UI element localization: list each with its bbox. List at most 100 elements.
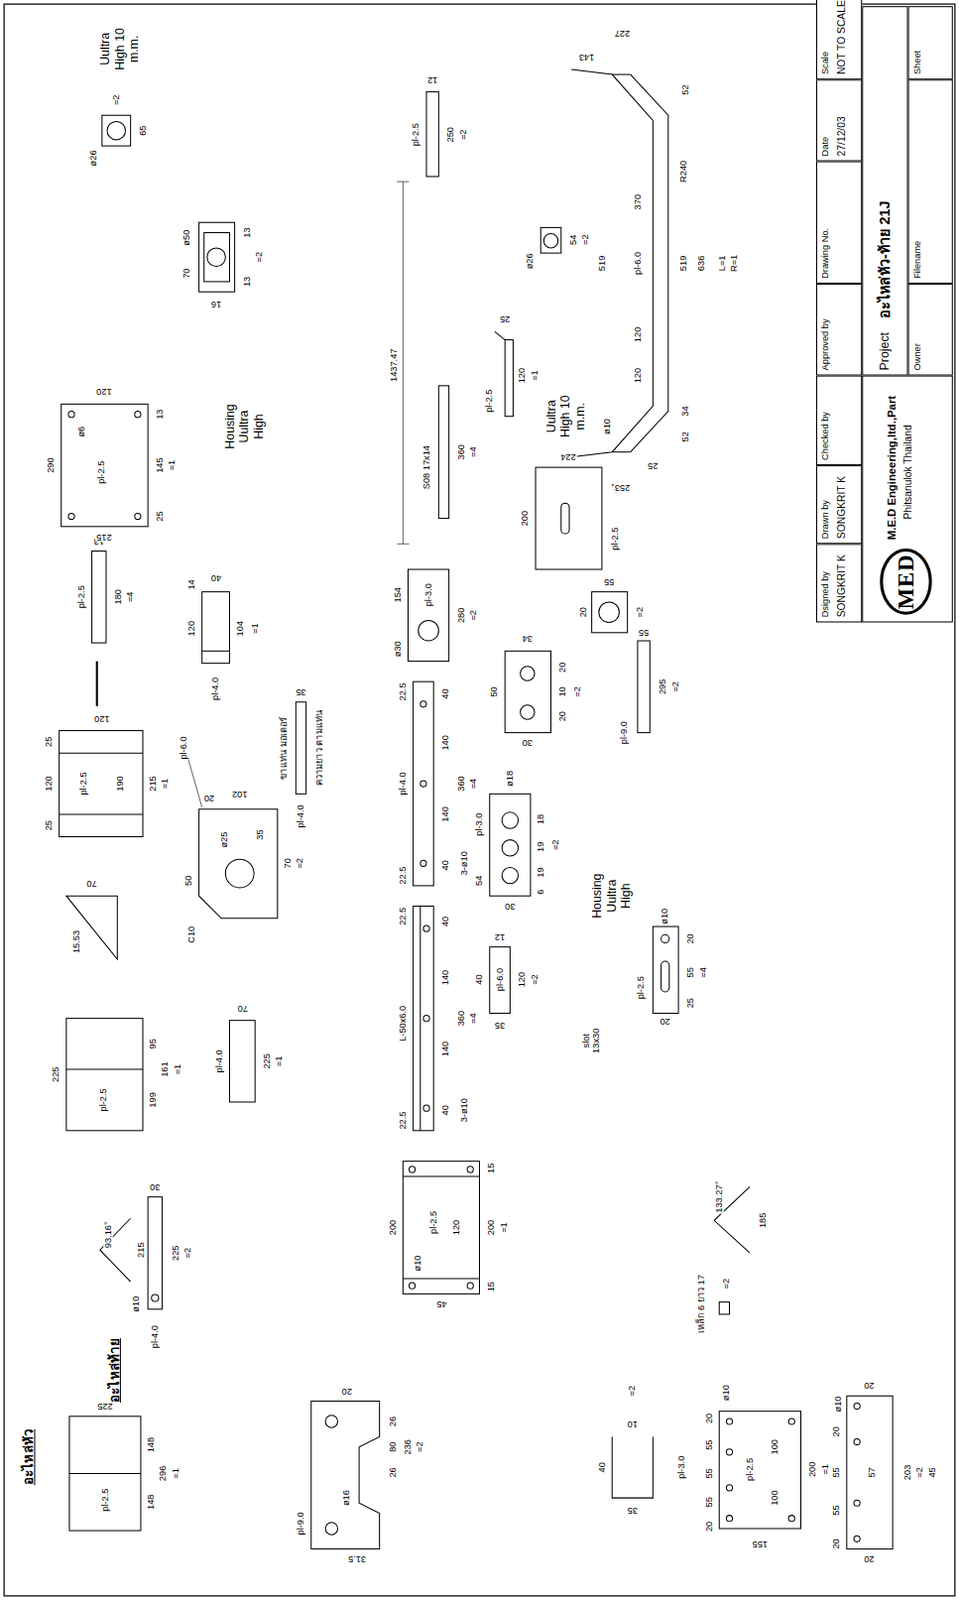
- dimension-label: 143: [578, 52, 597, 62]
- dimension-label: 22.5: [398, 1109, 408, 1130]
- drawing-line: [187, 756, 202, 807]
- dimension-label: 20: [832, 1425, 841, 1438]
- dimension-label: =2: [295, 856, 305, 870]
- part-outline: [66, 1018, 143, 1131]
- dimension-label: 30: [148, 1182, 161, 1192]
- title-block-cell: Filename: [908, 79, 954, 284]
- dimension-label: 55: [704, 1466, 714, 1479]
- dimension-label: 93.16°: [103, 1219, 113, 1249]
- dimension-label: pl-6.0: [632, 250, 642, 276]
- dimension-label: pl-2.5: [429, 1209, 439, 1235]
- hole-symbol: [599, 601, 620, 623]
- dimension-label: 34: [681, 404, 691, 417]
- hole-symbol: [501, 866, 518, 883]
- dimension-label: 20: [832, 1537, 841, 1550]
- dimension-label: 203: [903, 1463, 913, 1482]
- drawing-line: [419, 905, 421, 1130]
- dimension-label: 296: [158, 1464, 168, 1483]
- title-block-cell: Owner: [908, 283, 954, 376]
- dimension-label: 45: [435, 1299, 448, 1309]
- dimension-label: 100: [770, 1438, 780, 1456]
- hole-symbol: [420, 701, 427, 708]
- part-outline: [489, 947, 511, 1014]
- dimension-label: =2: [581, 233, 591, 246]
- hole-symbol: [725, 1448, 732, 1455]
- part-outline: [592, 592, 628, 633]
- dimension-label: pl-4.0: [215, 1048, 225, 1074]
- dimension-label: 3-ø10: [459, 849, 469, 876]
- dimension-label: =4: [469, 777, 479, 791]
- dimension-label: 19: [536, 865, 546, 878]
- dimension-label: L=1: [718, 254, 727, 273]
- dimension-label: =4: [125, 590, 135, 603]
- dimension-label: =1: [170, 1466, 180, 1480]
- cell-value: SONGKRIT K: [835, 470, 847, 539]
- dimension-label: pl-3.0: [423, 582, 433, 607]
- hole-symbol: [418, 619, 440, 641]
- part-note: Uultra High 10 m.m.: [99, 16, 142, 81]
- dimension-label: 80: [387, 1440, 397, 1453]
- dimension-label: =2: [634, 605, 644, 619]
- dimension-label: 26: [387, 1465, 397, 1478]
- part-outline: [311, 1400, 380, 1549]
- hole-symbol: [207, 247, 227, 267]
- cell-heading: Date: [820, 84, 832, 156]
- dimension-label: 22.5: [398, 906, 408, 927]
- dimension-label: =2: [529, 972, 539, 986]
- cell-value: 27/12/03: [835, 84, 847, 156]
- part-outline: [199, 222, 236, 292]
- dimension-label: 236: [403, 1438, 413, 1456]
- part-outline: [846, 1395, 893, 1549]
- cell-value: SONGKRIT K: [835, 548, 847, 617]
- title-block-cell: ScaleNOT TO SCALE: [816, 0, 862, 80]
- hole-symbol: [520, 705, 535, 720]
- part-outline: [413, 905, 435, 1130]
- dimension-label: 40: [441, 858, 451, 871]
- cell-heading: Scale: [820, 1, 832, 75]
- dimension-label: 18: [536, 813, 546, 826]
- sheet-frame: [3, 3, 956, 1596]
- part-note: Housing Uultra High: [224, 394, 267, 459]
- dimension-label: 360: [456, 774, 466, 793]
- dimension-label: 25: [155, 509, 165, 522]
- dimension-label: 40: [597, 1460, 606, 1473]
- dimension-label: 155: [751, 1539, 770, 1549]
- dimension-label: =4: [469, 445, 479, 459]
- cell-heading: MED: [879, 547, 933, 615]
- part-outline: [229, 1020, 255, 1102]
- dimension-label: 161: [160, 1060, 170, 1079]
- dimension-label: ø10: [834, 1394, 843, 1413]
- dimension-label: ø30: [393, 639, 403, 658]
- dimension-label: pl-4.0: [150, 1323, 160, 1349]
- hole-symbol: [543, 234, 558, 248]
- part-outline: [61, 403, 148, 526]
- dimension-label: 6: [536, 887, 546, 895]
- dimension-label: R=1: [729, 253, 739, 273]
- drawing-line: [202, 650, 231, 652]
- dimension-label: 10: [558, 685, 568, 698]
- cell-value: Phitsanulok Thailand: [902, 380, 915, 540]
- dimension-label: 225: [51, 1065, 61, 1083]
- dimension-label: 70: [237, 1003, 249, 1013]
- title-block-cell: M.E.D Engineering,ltd.,PartPhitsanulok T…: [861, 375, 954, 623]
- dimension-label: =1: [172, 1063, 182, 1077]
- dimension-label: 20: [558, 710, 568, 722]
- dimension-label: 120: [517, 970, 527, 989]
- dimension-label: 253: [613, 482, 632, 492]
- part-outline: [540, 227, 562, 253]
- hole-symbol: [325, 1415, 338, 1428]
- dimension-label: 185: [758, 1211, 768, 1230]
- dimension-label: pl-2.5: [77, 584, 87, 609]
- part-outline: [561, 502, 570, 534]
- part-outline: [535, 467, 602, 570]
- dimension-label: pl-6.0: [179, 734, 189, 760]
- dimension-label: 120: [187, 619, 197, 638]
- dimension-label: 20: [579, 605, 589, 618]
- dimension-label: 25: [686, 996, 696, 1009]
- dimension-label: 65: [137, 123, 147, 136]
- dimension-label: pl-2.5: [411, 121, 421, 147]
- dimension-label: 30: [521, 737, 534, 747]
- dimension-label: =1: [529, 368, 539, 382]
- dimension-label: pl-4.0: [210, 676, 220, 702]
